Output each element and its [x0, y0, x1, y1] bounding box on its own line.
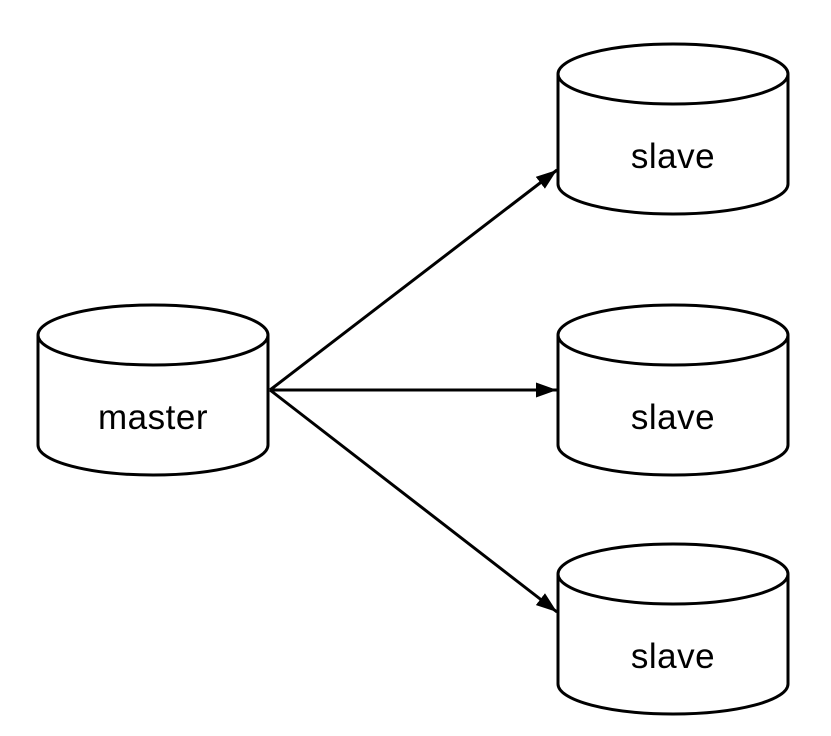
database-cylinder-icon: [556, 542, 790, 716]
arrow-master-to-slave-top: [269, 168, 558, 392]
database-cylinder-icon: [556, 303, 790, 477]
arrow-master-to-slave-bottom: [269, 388, 558, 614]
master-label: master: [98, 398, 208, 437]
slave-node-top: slave: [556, 42, 790, 216]
database-cylinder-icon: [36, 303, 270, 477]
master-node: master: [36, 303, 270, 477]
slave-node-bottom: slave: [556, 542, 790, 716]
slave-node-middle: slave: [556, 303, 790, 477]
slave-label: slave: [630, 637, 716, 676]
slave-label: slave: [630, 137, 716, 176]
database-cylinder-icon: [556, 42, 790, 216]
slave-label: slave: [630, 398, 716, 437]
